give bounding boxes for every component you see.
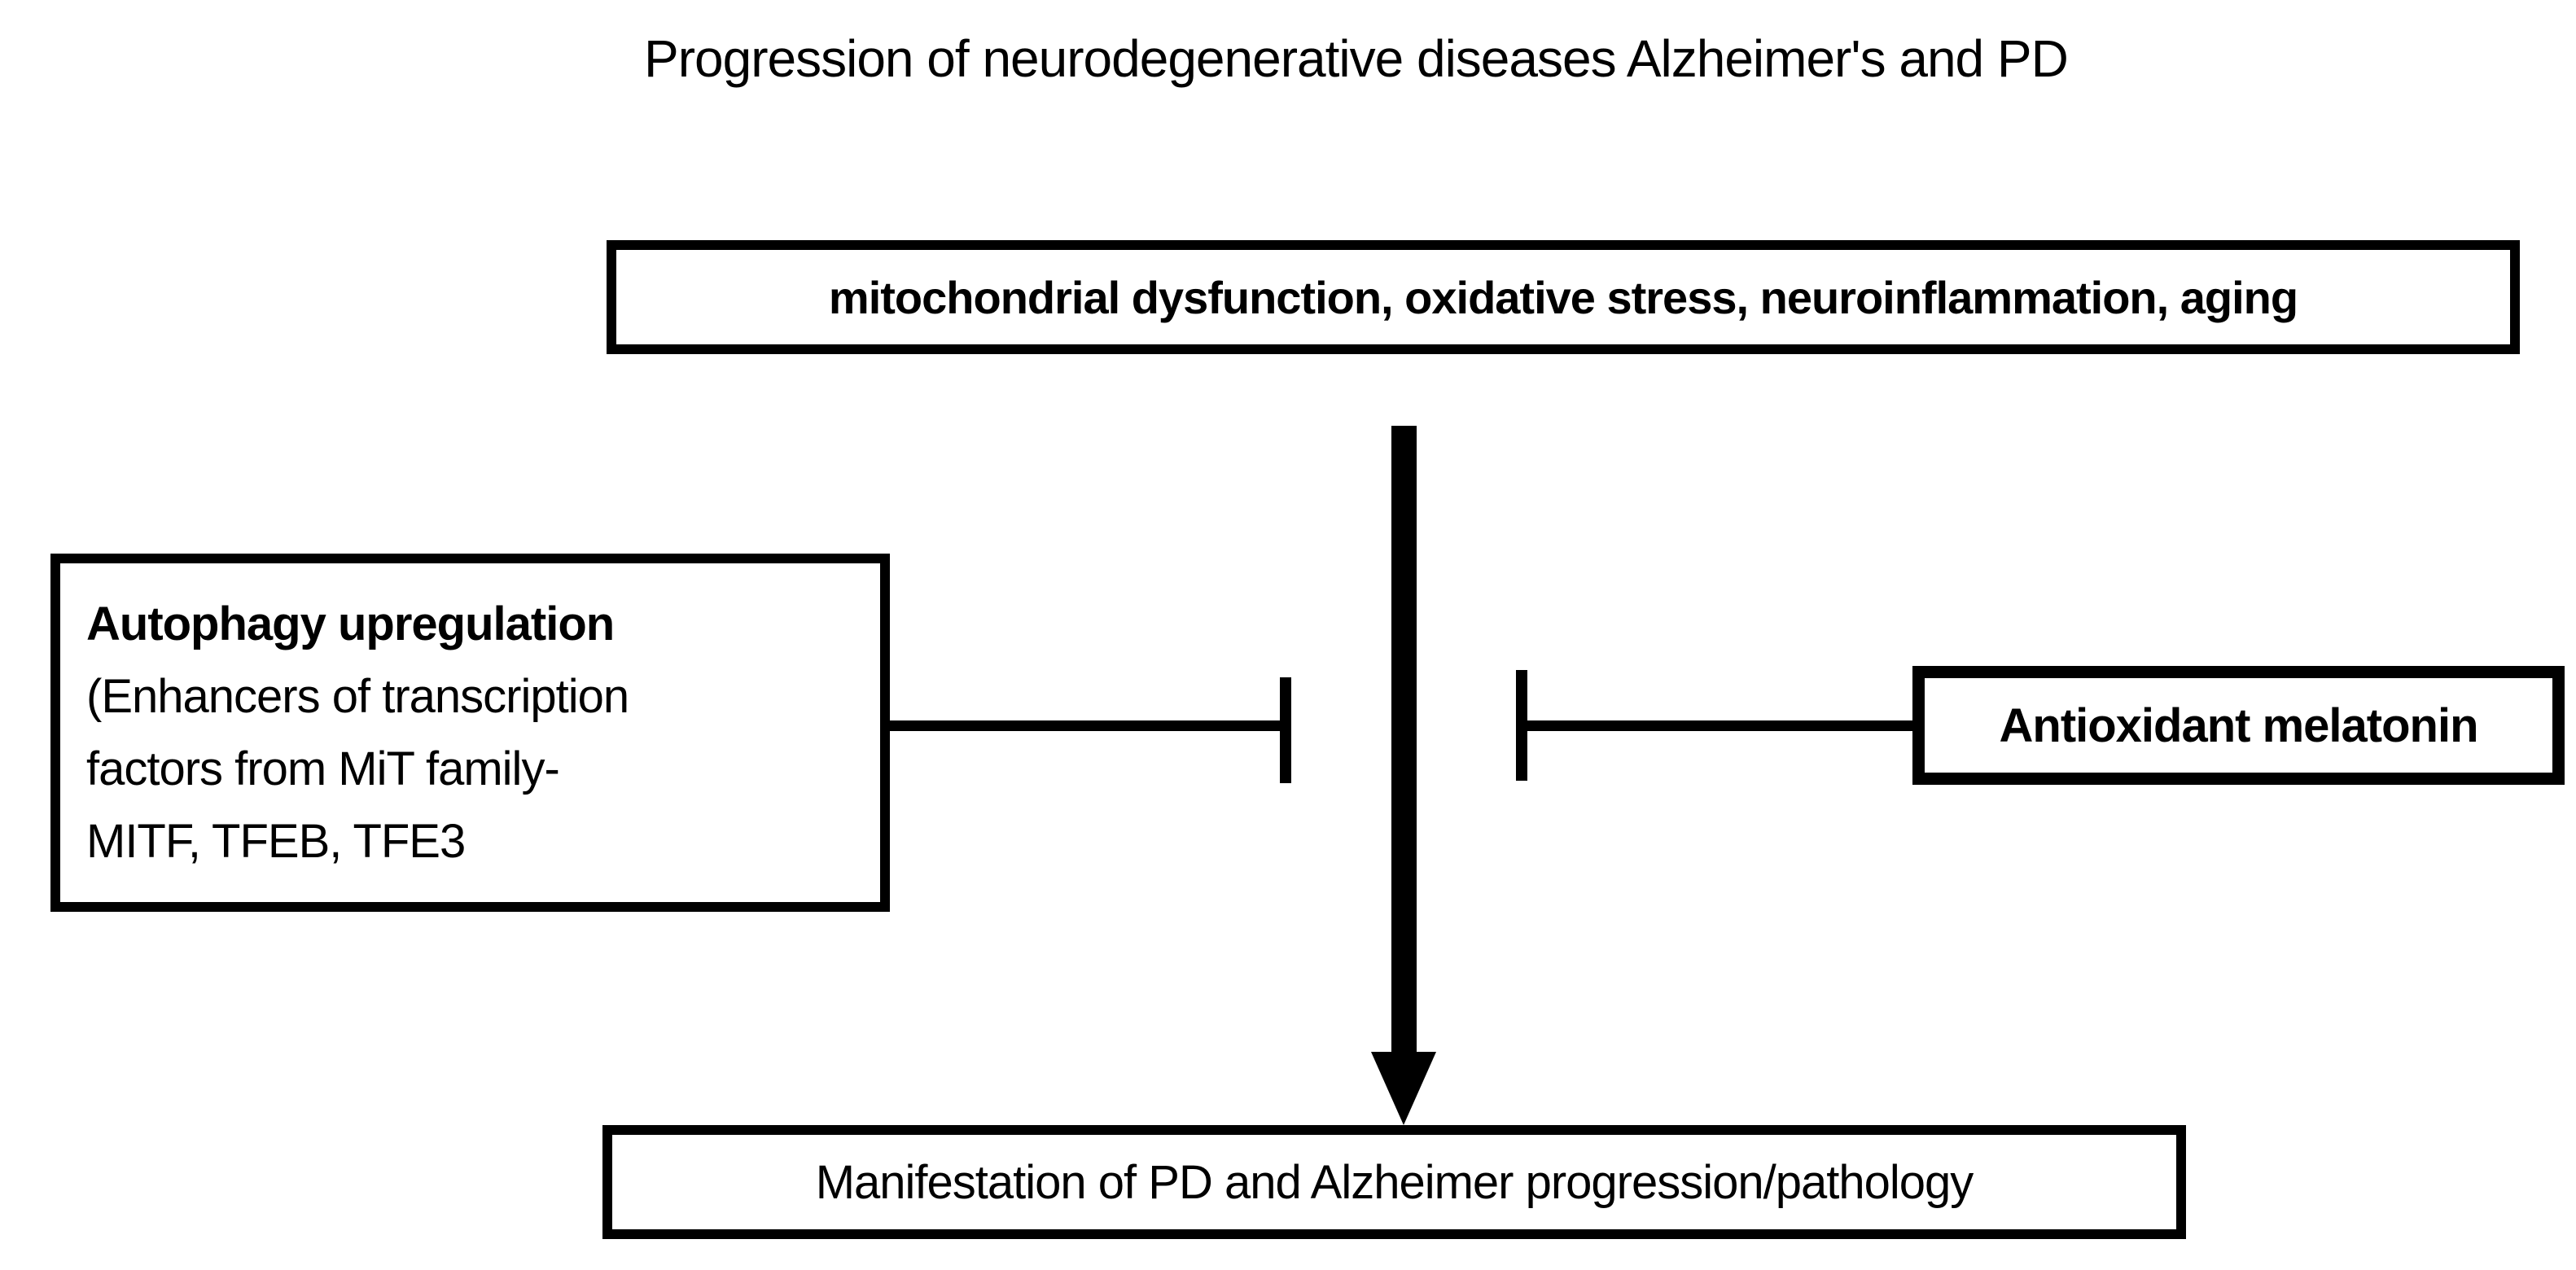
autophagy-box: Autophagy upregulation (Enhancers of tra… (50, 554, 890, 912)
right-inhibition-line (1527, 720, 1913, 731)
figure-title: Progression of neurodegenerative disease… (644, 29, 2069, 88)
outcome-box-text: Manifestation of PD and Alzheimer progre… (815, 1155, 1974, 1209)
autophagy-box-line-2: (Enhancers of transcription (86, 670, 629, 723)
autophagy-box-line-4: MITF, TFEB, TFE3 (86, 815, 466, 868)
left-inhibition-line (887, 720, 1286, 731)
left-inhibition-tbar (1280, 677, 1291, 783)
melatonin-box-text: Antioxidant melatonin (1999, 698, 2479, 752)
melatonin-box: Antioxidant melatonin (1912, 666, 2565, 785)
right-inhibition-tbar (1516, 670, 1527, 781)
causes-box-text: mitochondrial dysfunction, oxidative str… (828, 271, 2298, 323)
autophagy-box-line-1: Autophagy upregulation (86, 598, 615, 650)
down-arrow-shaft (1391, 426, 1417, 1053)
autophagy-box-line-3: factors from MiT family- (86, 742, 560, 795)
outcome-box: Manifestation of PD and Alzheimer progre… (602, 1125, 2186, 1239)
down-arrow-head-icon (1371, 1052, 1436, 1125)
causes-box: mitochondrial dysfunction, oxidative str… (607, 240, 2520, 354)
